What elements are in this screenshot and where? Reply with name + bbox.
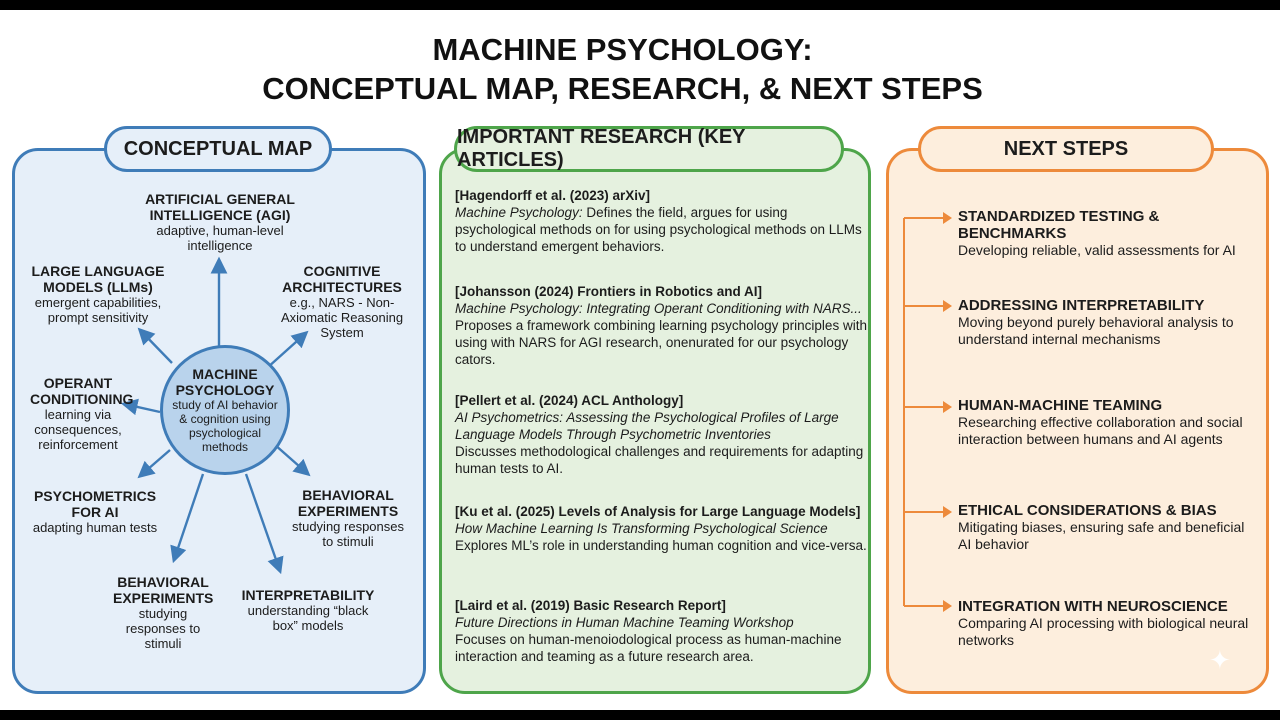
article-5: [Laird et al. (2019) Basic Research Repo… bbox=[455, 597, 867, 665]
next-step-3-desc: Researching effective collaboration and … bbox=[958, 414, 1243, 447]
next-step-2-arrow bbox=[904, 300, 952, 312]
node-machine-psychology-center: MACHINE PSYCHOLOGY study of AI behavior … bbox=[160, 345, 290, 475]
page-title: MACHINE PSYCHOLOGY: CONCEPTUAL MAP, RESE… bbox=[0, 30, 1245, 108]
next-step-1-arrow bbox=[904, 212, 952, 224]
arrow-to-interp bbox=[244, 473, 284, 575]
next-step-4-desc: Mitigating biases, ensuring safe and ben… bbox=[958, 519, 1245, 552]
next-steps-connector-line bbox=[903, 218, 905, 606]
node-cog-desc: e.g., NARS - Non-Axiomatic Reasoning Sys… bbox=[280, 295, 404, 340]
article-2-desc: Proposes a framework combining learning … bbox=[455, 318, 867, 367]
conceptual-map-header: CONCEPTUAL MAP bbox=[104, 126, 332, 172]
research-panel bbox=[439, 148, 871, 694]
next-step-3-arrow bbox=[904, 401, 952, 413]
node-behavioral-experiments-bottom: BEHAVIORAL EXPERIMENTS studying response… bbox=[113, 574, 213, 651]
arrow-to-operant bbox=[120, 398, 161, 416]
article-2: [Johansson (2024) Frontiers in Robotics … bbox=[455, 283, 867, 368]
node-operant-conditioning: OPERANT CONDITIONING learning via conseq… bbox=[30, 375, 134, 452]
article-5-subtitle: Future Directions in Human Machine Teami… bbox=[455, 615, 794, 630]
node-llm: LARGE LANGUAGE MODELS (LLMs) emergent ca… bbox=[28, 263, 168, 325]
center-title: MACHINE PSYCHOLOGY bbox=[175, 366, 275, 398]
title-line-1: MACHINE PSYCHOLOGY: bbox=[432, 32, 813, 67]
arrow-to-behav-bottom bbox=[170, 473, 205, 564]
node-psychometrics: PSYCHOMETRICS FOR AI adapting human test… bbox=[30, 488, 160, 535]
article-3: [Pellert et al. (2024) ACL Anthology] AI… bbox=[455, 392, 867, 477]
sparkle-icon: ✦ bbox=[1209, 645, 1231, 675]
article-1-body: Machine Psychology: Defines the field, a… bbox=[455, 204, 867, 255]
title-line-2: CONCEPTUAL MAP, RESEARCH, & NEXT STEPS bbox=[262, 71, 983, 106]
node-behav-bottom-desc: studying responses to stimuli bbox=[125, 606, 201, 651]
article-1-desc: Defines the field, argues for using psyc… bbox=[455, 205, 862, 254]
next-step-5: INTEGRATION WITH NEUROSCIENCE Comparing … bbox=[958, 598, 1258, 649]
next-step-1: STANDARDIZED TESTING & BENCHMARKS Develo… bbox=[958, 208, 1258, 259]
article-1-title: [Hagendorff et al. (2023) arXiv] bbox=[455, 188, 651, 203]
node-cog-title: COGNITIVE ARCHITECTURES bbox=[282, 263, 402, 295]
research-header: IMPORTANT RESEARCH (KEY ARTICLES) bbox=[454, 126, 844, 172]
article-4-title: [Ku et al. (2025) Levels of Analysis for… bbox=[455, 504, 861, 519]
node-agi-title: ARTIFICIAL GENERAL INTELLIGENCE (AGI) bbox=[145, 191, 295, 223]
node-psycho-title: PSYCHOMETRICS FOR AI bbox=[33, 488, 157, 520]
node-behav-right-title: BEHAVIORAL EXPERIMENTS bbox=[297, 487, 399, 519]
article-1: [Hagendorff et al. (2023) arXiv] Machine… bbox=[455, 187, 867, 255]
bottom-letterbox-bar bbox=[0, 710, 1280, 720]
next-step-4-title: ETHICAL CONSIDERATIONS & BIAS bbox=[958, 502, 1217, 519]
node-interpretability: INTERPRETABILITY understanding “black bo… bbox=[240, 587, 376, 633]
arrow-to-psycho bbox=[137, 449, 171, 479]
next-step-1-desc: Developing reliable, valid assessments f… bbox=[958, 242, 1236, 258]
next-step-5-arrow bbox=[904, 600, 952, 612]
node-agi: ARTIFICIAL GENERAL INTELLIGENCE (AGI) ad… bbox=[140, 191, 300, 253]
node-psycho-desc: adapting human tests bbox=[32, 520, 158, 535]
node-llm-desc: emergent capabilities, prompt sensitivit… bbox=[34, 295, 162, 325]
node-interp-desc: understanding “black box” models bbox=[247, 603, 369, 633]
article-2-title: [Johansson (2024) Frontiers in Robotics … bbox=[455, 284, 763, 299]
next-step-4: ETHICAL CONSIDERATIONS & BIAS Mitigating… bbox=[958, 502, 1258, 553]
arrow-to-cog bbox=[266, 330, 309, 369]
node-behav-bottom-title: BEHAVIORAL EXPERIMENTS bbox=[113, 574, 214, 606]
next-step-2-title: ADDRESSING INTERPRETABILITY bbox=[958, 297, 1205, 314]
article-3-subtitle: AI Psychometrics: Assessing the Psycholo… bbox=[455, 410, 839, 442]
article-5-desc: Focuses on human-menoiodological process… bbox=[455, 632, 842, 664]
next-step-4-arrow bbox=[904, 506, 952, 518]
node-interp-title: INTERPRETABILITY bbox=[241, 587, 375, 603]
next-step-2: ADDRESSING INTERPRETABILITY Moving beyon… bbox=[958, 297, 1258, 348]
article-1-subtitle: Machine Psychology: bbox=[455, 205, 583, 220]
node-operant-desc: learning via consequences, reinforcement bbox=[34, 407, 122, 452]
next-step-1-title: STANDARDIZED TESTING & BENCHMARKS bbox=[958, 208, 1160, 242]
next-step-3: HUMAN-MACHINE TEAMING Researching effect… bbox=[958, 397, 1258, 448]
arrow-to-llm bbox=[137, 327, 173, 364]
article-4-subtitle: How Machine Learning Is Transforming Psy… bbox=[455, 521, 828, 536]
center-desc: study of AI behavior & cognition using p… bbox=[172, 398, 278, 454]
article-2-subtitle: Machine Psychology: Integrating Operant … bbox=[455, 301, 862, 316]
article-4: [Ku et al. (2025) Levels of Analysis for… bbox=[455, 503, 867, 554]
node-behavioral-experiments-right: BEHAVIORAL EXPERIMENTS studying response… bbox=[285, 487, 411, 549]
top-letterbox-bar bbox=[0, 0, 1280, 10]
arrow-to-behav-right bbox=[273, 443, 311, 477]
next-step-5-desc: Comparing AI processing with biological … bbox=[958, 615, 1249, 648]
next-steps-header: NEXT STEPS bbox=[918, 126, 1214, 172]
node-operant-title: OPERANT CONDITIONING bbox=[30, 375, 134, 407]
next-step-2-desc: Moving beyond purely behavioral analysis… bbox=[958, 314, 1234, 347]
article-5-title: [Laird et al. (2019) Basic Research Repo… bbox=[455, 598, 726, 613]
article-3-title: [Pellert et al. (2024) ACL Anthology] bbox=[455, 393, 684, 408]
node-agi-desc: adaptive, human-level intelligence bbox=[156, 223, 284, 253]
concept-map-arrows bbox=[120, 256, 311, 575]
article-3-desc: Discusses methodological challenges and … bbox=[455, 444, 864, 476]
next-step-3-title: HUMAN-MACHINE TEAMING bbox=[958, 397, 1163, 414]
next-step-5-title: INTEGRATION WITH NEUROSCIENCE bbox=[958, 598, 1228, 615]
article-4-desc: Explores ML’s role in understanding huma… bbox=[455, 538, 867, 553]
node-behav-right-desc: studying responses to stimuli bbox=[291, 519, 404, 549]
node-llm-title: LARGE LANGUAGE MODELS (LLMs) bbox=[31, 263, 165, 295]
node-cognitive-architectures: COGNITIVE ARCHITECTURES e.g., NARS - Non… bbox=[268, 263, 416, 340]
